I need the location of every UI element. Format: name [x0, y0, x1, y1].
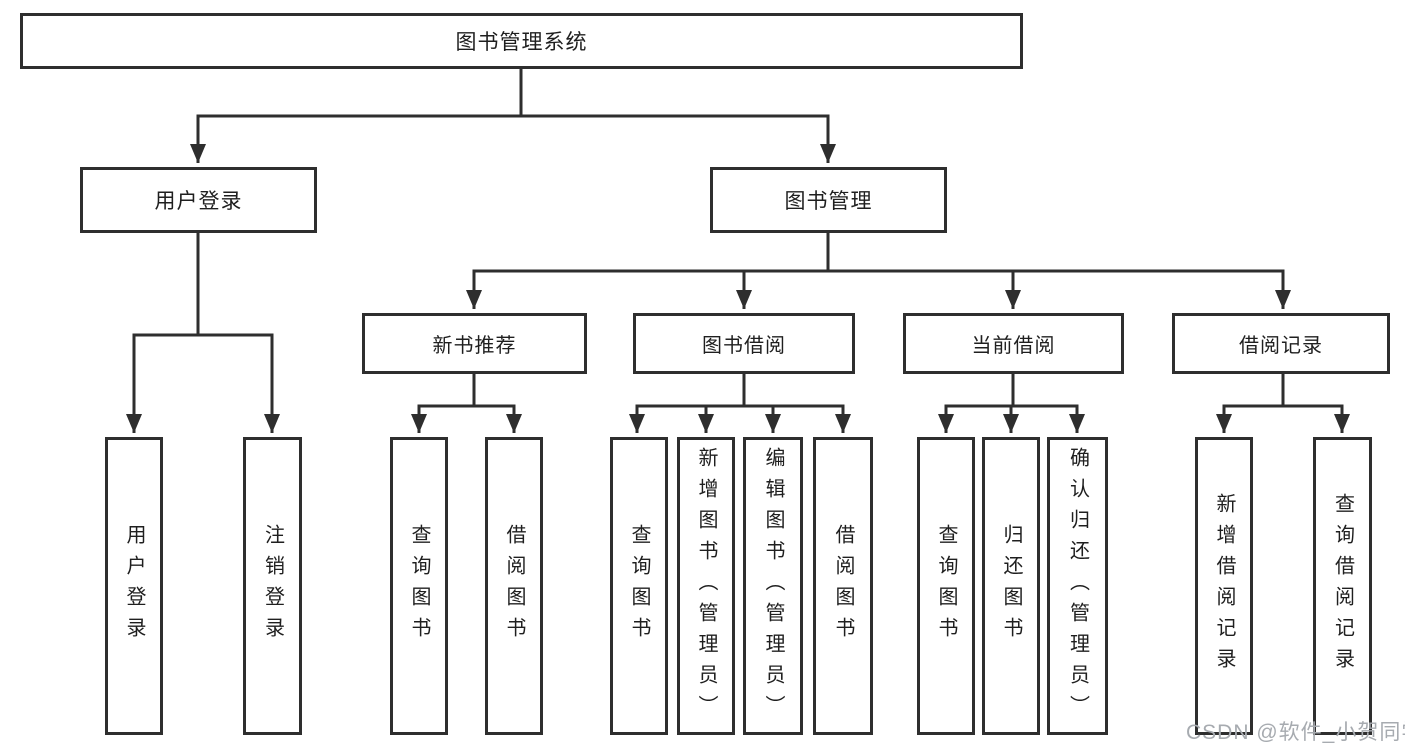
node-label: 用户登录: [154, 190, 243, 213]
node-leaf-query-borrow-record: 查询借阅记录: [1313, 437, 1372, 735]
node-label: 归还图书: [1000, 524, 1022, 648]
node-label: 图书借阅: [702, 335, 786, 357]
node-leaf-add-borrow-record: 新增借阅记录: [1195, 437, 1253, 735]
node-leaf-borrow-book-1: 借阅图书: [485, 437, 543, 735]
node-label: 查询图书: [628, 524, 650, 648]
csdn-watermark: CSDN @软件_小贺同学: [1186, 721, 1405, 744]
node-book-borrow: 图书借阅: [633, 313, 855, 374]
node-label: 查询借阅记录: [1331, 493, 1354, 679]
node-leaf-query-book-3: 查询图书: [917, 437, 975, 735]
node-leaf-confirm-return-admin: 确认归还（管理员）: [1047, 437, 1108, 735]
node-leaf-edit-book-admin: 编辑图书（管理员）: [743, 437, 803, 735]
node-leaf-query-book-1: 查询图书: [390, 437, 448, 735]
node-leaf-logout: 注销登录: [243, 437, 302, 735]
node-label: 查询图书: [408, 524, 430, 648]
node-label: 确认归还（管理员）: [1066, 446, 1089, 726]
node-label: 查询图书: [935, 524, 957, 648]
node-current-borrow: 当前借阅: [903, 313, 1124, 374]
node-leaf-user-login: 用户登录: [105, 437, 163, 735]
node-borrow-record: 借阅记录: [1172, 313, 1390, 374]
node-label: 当前借阅: [971, 335, 1056, 357]
node-leaf-return-book: 归还图书: [982, 437, 1040, 735]
node-label: 图书管理: [784, 190, 873, 213]
node-leaf-borrow-book-2: 借阅图书: [813, 437, 873, 735]
node-root-system: 图书管理系统: [20, 13, 1023, 69]
node-book-management: 图书管理: [710, 167, 947, 233]
node-label: 新增图书（管理员）: [695, 446, 717, 726]
node-label: 借阅图书: [832, 524, 854, 648]
node-label: 编辑图书（管理员）: [762, 446, 784, 726]
node-label: 借阅记录: [1239, 335, 1323, 357]
node-label: 图书管理系统: [455, 31, 588, 54]
node-leaf-add-book-admin: 新增图书（管理员）: [677, 437, 735, 735]
node-label: 新增借阅记录: [1213, 493, 1235, 679]
node-label: 用户登录: [123, 524, 145, 648]
node-label: 新书推荐: [432, 335, 517, 357]
node-user-login: 用户登录: [80, 167, 317, 233]
node-leaf-query-book-2: 查询图书: [610, 437, 668, 735]
node-new-book-recommend: 新书推荐: [362, 313, 587, 374]
node-label: 借阅图书: [503, 524, 525, 648]
node-label: 注销登录: [261, 524, 284, 648]
